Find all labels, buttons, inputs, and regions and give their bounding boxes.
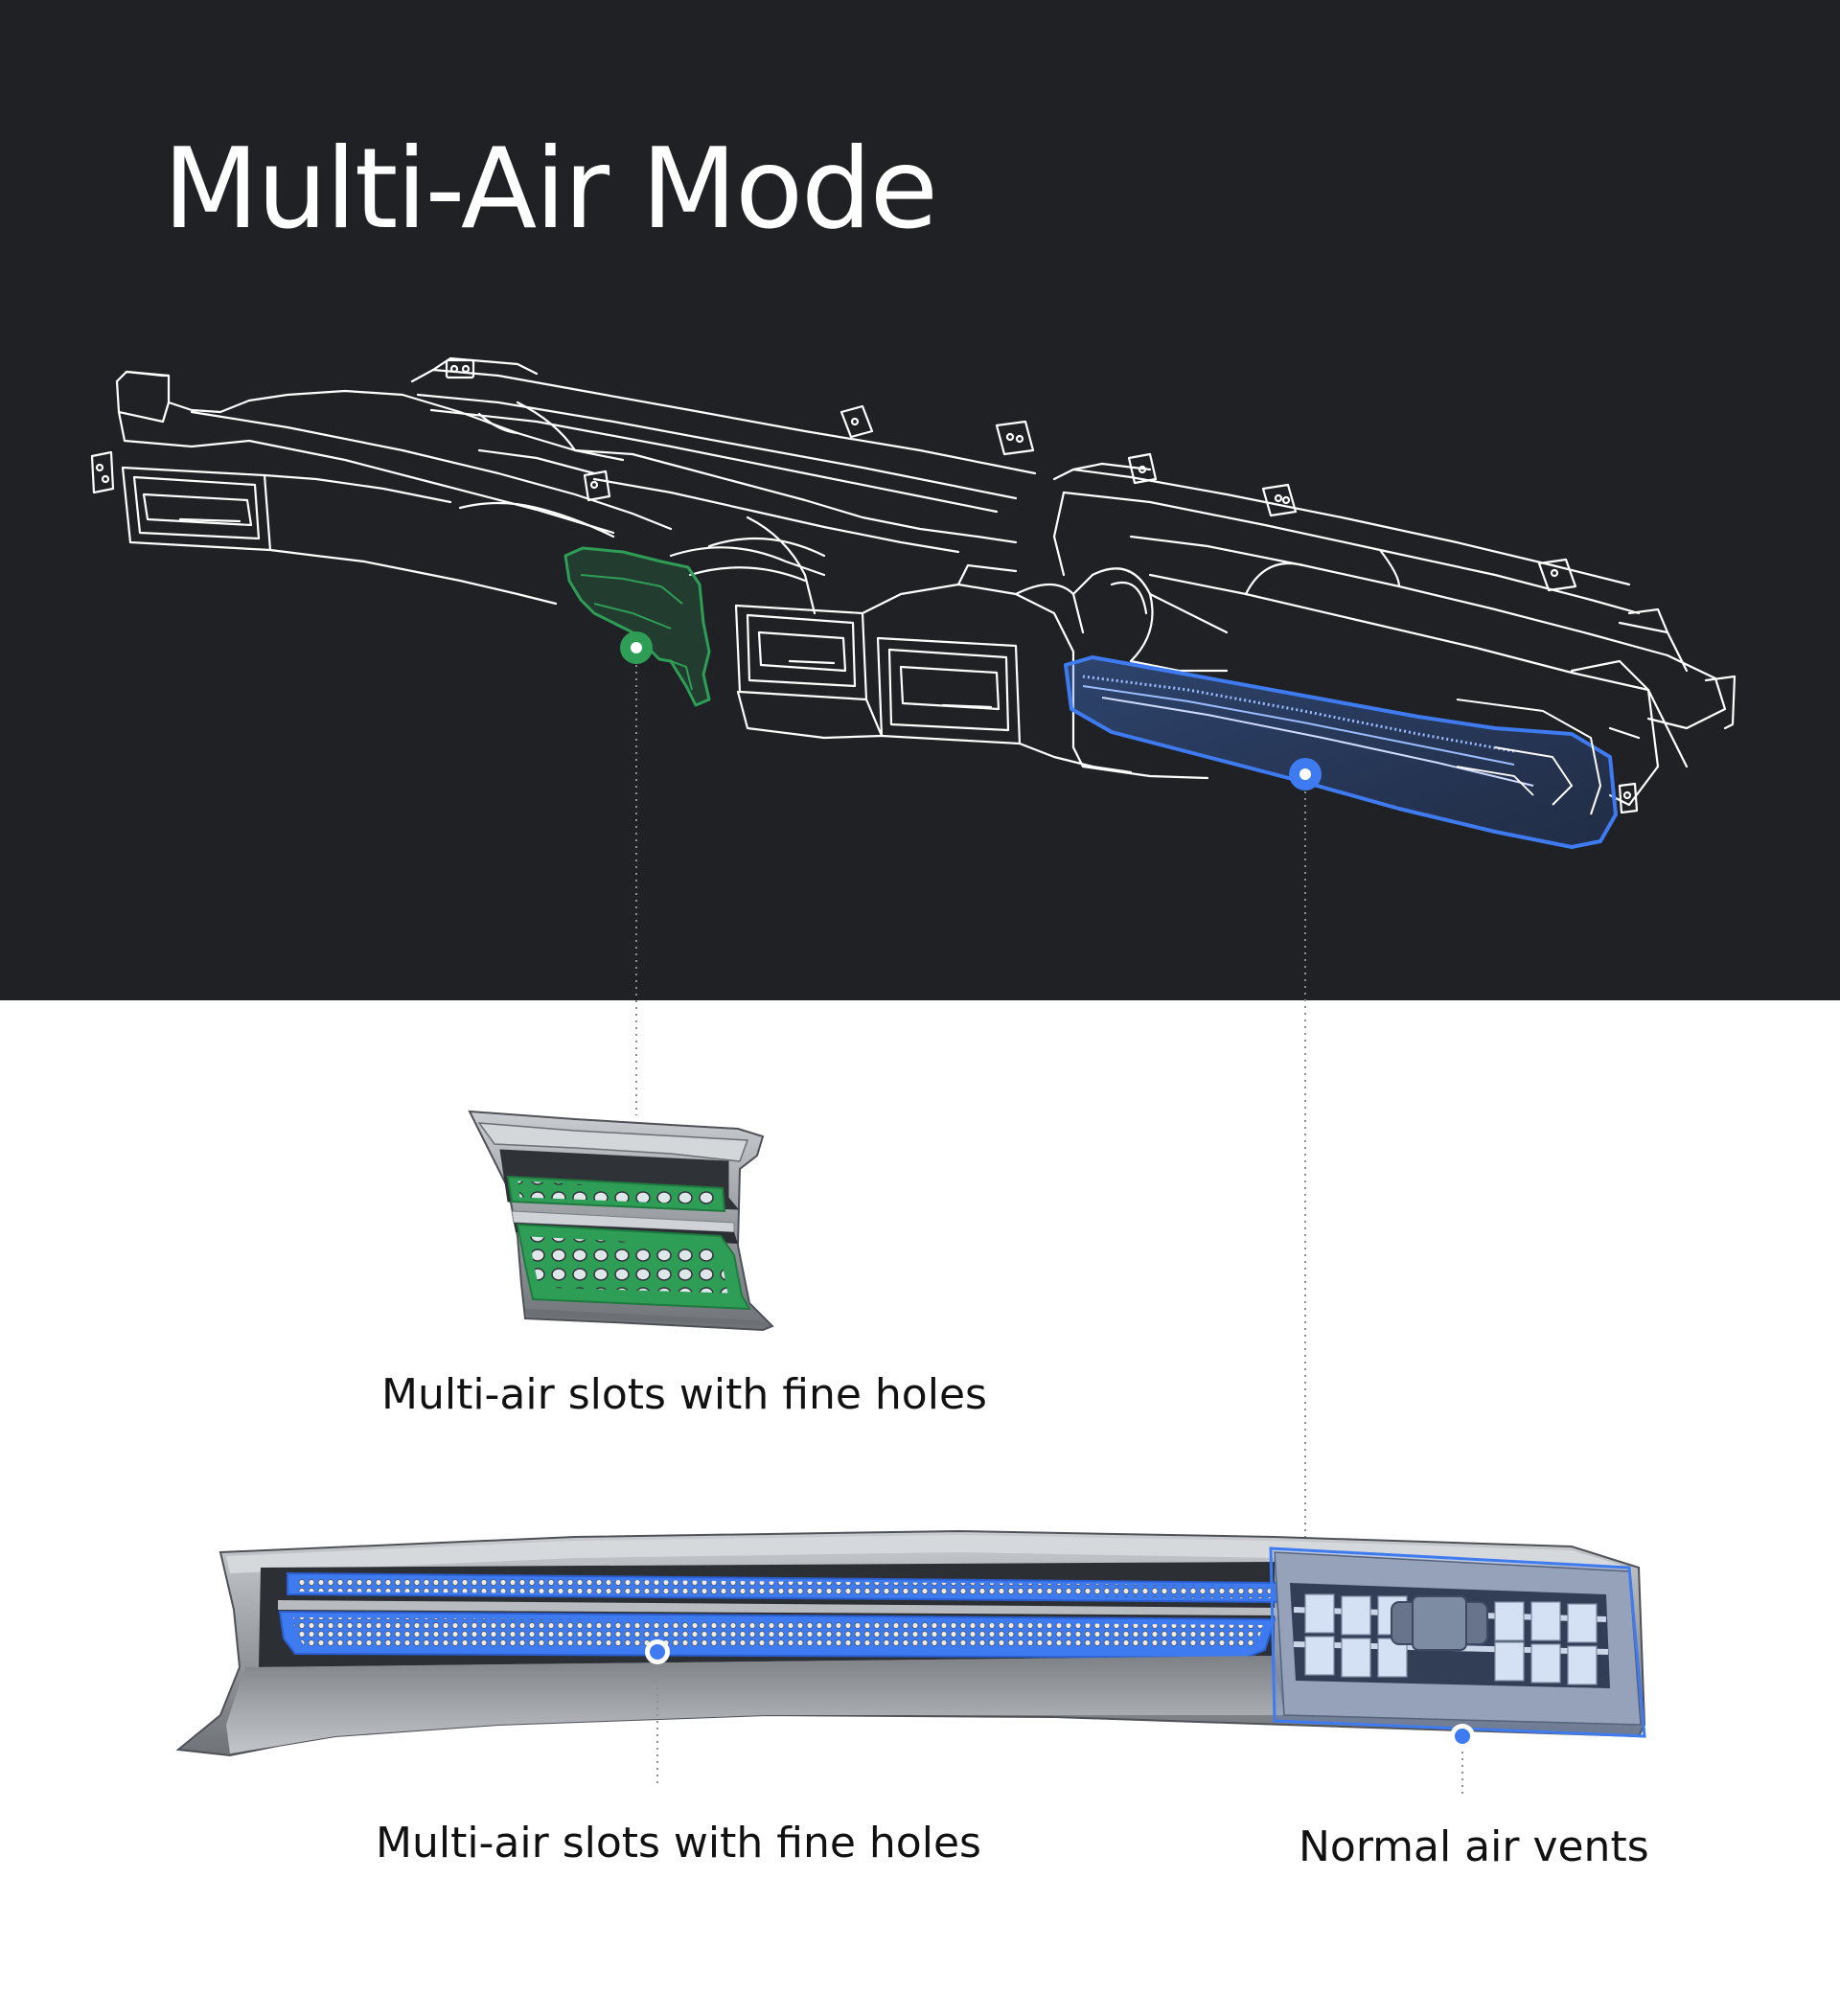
page-title: Multi-Air Mode (163, 125, 938, 254)
vent-callout-marker (1450, 1724, 1475, 1749)
multi-air-component-highlight (564, 546, 711, 707)
caption-multi-air-slots-top: Multi-air slots with fine holes (381, 1370, 987, 1419)
blue-callout-marker (1289, 758, 1322, 790)
caption-multi-air-slots-bottom: Multi-air slots with fine holes (376, 1819, 981, 1867)
dash-vent-panel (175, 1529, 1646, 1757)
multi-air-vent-detail (468, 1110, 774, 1332)
slot-callout-marker (645, 1639, 670, 1664)
caption-normal-air-vents: Normal air vents (1299, 1822, 1649, 1871)
normal-vent-component-highlight (1064, 655, 1618, 849)
green-callout-marker (620, 631, 653, 664)
duct-wireframe (90, 356, 1736, 814)
